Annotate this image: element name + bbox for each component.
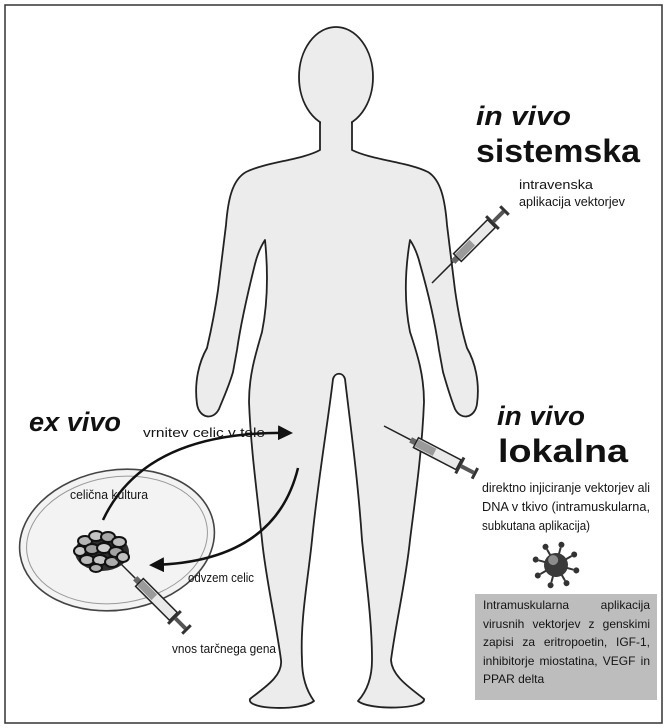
label-cell-culture: celična kultura bbox=[70, 488, 148, 502]
label-intravenous-line2: aplikacija vektorjev bbox=[519, 195, 626, 209]
label-gene-insertion: vnos tarčnega gena bbox=[172, 642, 276, 656]
label-direct-line3: subkutana aplikacija) bbox=[482, 519, 590, 533]
label-local-mode: in vivo bbox=[497, 401, 585, 431]
cell bbox=[90, 564, 102, 572]
label-remove-cells: odvzem celic bbox=[188, 571, 254, 585]
body-neck-join bbox=[321, 110, 351, 132]
cell bbox=[117, 552, 129, 562]
label-direct-line2: DNA v tkivo (intramuskularna, bbox=[482, 500, 650, 514]
label-intravenous-line1: intravenska bbox=[519, 178, 593, 192]
info-box-line: zapisi za eritropoetin, IGF-1, bbox=[483, 633, 650, 652]
info-box: Intramuskularna aplikacija virusnih vekt… bbox=[475, 594, 657, 700]
label-return-cells: vrnitev celic v telo bbox=[143, 426, 265, 440]
label-ex-vivo-title: ex vivo bbox=[29, 407, 121, 437]
info-box-line: PPAR delta bbox=[483, 670, 650, 689]
info-box-line: inhibitorje miostatina, VEGF in bbox=[483, 652, 650, 671]
label-systemic-title: sistemska bbox=[476, 133, 640, 169]
label-direct-line1: direktno injiciranje vektorjev ali bbox=[482, 481, 650, 495]
info-box-line: Intramuskularna aplikacija bbox=[483, 596, 650, 615]
cell bbox=[80, 555, 94, 565]
label-systemic-mode: in vivo bbox=[476, 101, 571, 131]
cell bbox=[112, 537, 126, 547]
info-box-line: virusnih vektorjev z genskimi bbox=[483, 615, 650, 634]
label-local-title: lokalna bbox=[498, 433, 628, 469]
